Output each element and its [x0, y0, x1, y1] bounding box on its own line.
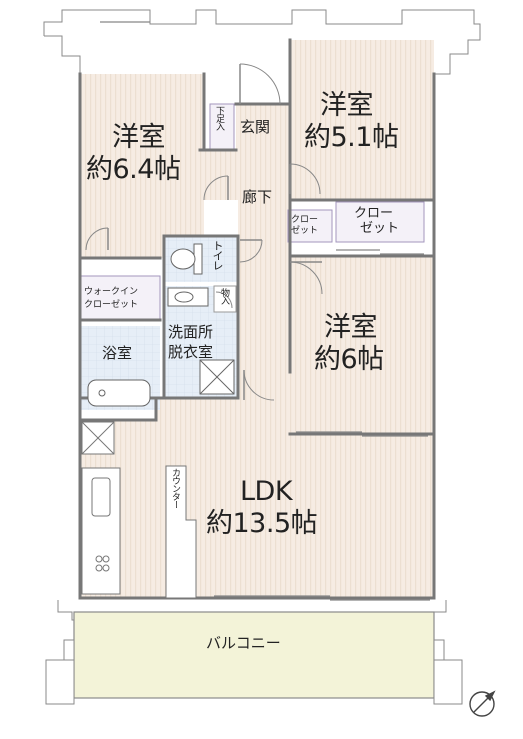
balcony-label: バルコニー [206, 634, 281, 652]
toilet-label: トイレ [211, 240, 224, 270]
toilet-fixture [170, 243, 203, 275]
closet-small-label: クロー ゼット [291, 216, 318, 236]
closet-large-box [335, 201, 425, 243]
hallway-label: 廊下 [242, 188, 273, 206]
western-room-2-name: 洋室 [320, 90, 374, 121]
washroom-label: 洗面所 脱衣室 [168, 322, 213, 362]
walk-in-closet-line-1: ウォークイン [84, 287, 139, 297]
closet-large-line-1: クロー [354, 206, 394, 221]
counter-partition [165, 465, 197, 599]
washroom-line-2: 脱衣室 [168, 343, 214, 361]
interior-walls [78, 38, 436, 600]
western-room-1-name: 洋室 [112, 122, 166, 153]
ldk-size: 約13.5帖 [206, 508, 318, 539]
entrance-label: 玄関 [240, 118, 271, 136]
bathroom-label: 浴室 [102, 344, 133, 362]
kitchen-counter [81, 467, 121, 595]
closet-small-box [287, 209, 333, 243]
western-room-2-size: 約5.1帖 [304, 122, 399, 153]
closet-small-line-2: ゼット [291, 226, 319, 236]
storage-label: 物入 [219, 288, 229, 304]
ldk-name: LDK [240, 476, 293, 507]
washbasin [167, 287, 209, 307]
washing-machine-pan [199, 359, 235, 395]
hallway-floor-2 [238, 200, 290, 372]
sliding-doors [100, 21, 430, 601]
walk-in-closet-line-2: クローゼット [84, 300, 139, 310]
door-leaves [107, 64, 322, 400]
entrance-floor [236, 104, 290, 150]
western-room-2 [290, 40, 434, 200]
closet-small-line-1: クロー [291, 215, 319, 225]
washroom-line-1: 洗面所 [168, 323, 214, 341]
western-room-3-name: 洋室 [324, 312, 378, 343]
western-room-1 [80, 74, 204, 258]
bathtub [87, 379, 151, 407]
closet-large-line-2: ゼット [360, 221, 400, 236]
balcony [73, 611, 435, 699]
closet-large-label: クロー ゼット [348, 206, 399, 236]
hallway-floor [204, 150, 290, 200]
western-room-3 [290, 256, 434, 434]
walk-in-closet [79, 275, 161, 321]
western-room-3-size: 約6帖 [314, 344, 384, 375]
compass-north-arrow [469, 690, 496, 717]
walk-in-closet-label: ウォークイン クローゼット [84, 286, 138, 312]
western-room-1-size: 約6.4帖 [86, 154, 181, 185]
refrigerator-space [81, 421, 115, 455]
counter-label: カウンター [170, 468, 180, 508]
balcony-corner-blocks [45, 639, 463, 705]
shoe-storage-label: 下足入 [214, 106, 224, 130]
